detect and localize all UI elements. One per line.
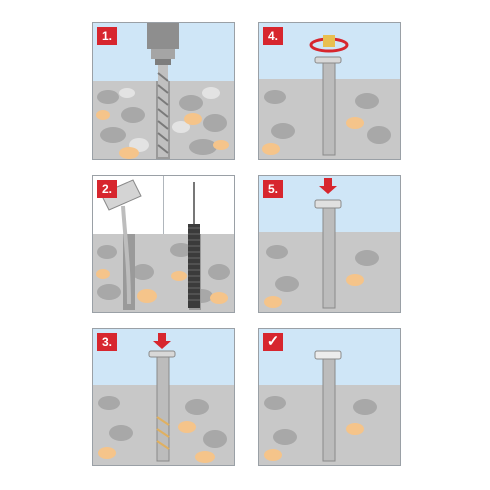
step-badge check-icon: ✓ [263, 333, 283, 351]
step-badge: 2. [97, 180, 117, 198]
anchor-icon [314, 56, 342, 156]
step-5-panel: 5. [258, 175, 401, 313]
stone-pattern [97, 90, 227, 155]
step-badge: 5. [263, 180, 283, 198]
step-1-panel: 1. [92, 22, 235, 160]
brush-icon [188, 182, 200, 308]
press-illustration [259, 176, 400, 312]
anchor-icon [314, 199, 342, 309]
step-badge: 3. [97, 333, 117, 351]
step-6-panel: ✓ [258, 328, 401, 466]
step-badge: 1. [97, 27, 117, 45]
clean-illustration [93, 176, 234, 312]
step-4-panel: 4. [258, 22, 401, 160]
hammer-illustration [93, 329, 234, 465]
step-badge: 4. [263, 27, 283, 45]
rotate-illustration [259, 23, 400, 159]
drill-bit-icon [157, 65, 169, 157]
blow-pump-icon [100, 179, 142, 305]
drill-chuck-icon [147, 23, 179, 65]
anchor-icon [314, 350, 342, 462]
drill-illustration [93, 23, 234, 159]
down-arrow-icon [153, 333, 171, 349]
step-2-panel: 2. [92, 175, 235, 313]
rotate-arrow-icon [309, 35, 349, 53]
step-3-panel: 3. [92, 328, 235, 466]
down-arrow-icon [319, 178, 337, 194]
anchor-icon [148, 350, 176, 462]
